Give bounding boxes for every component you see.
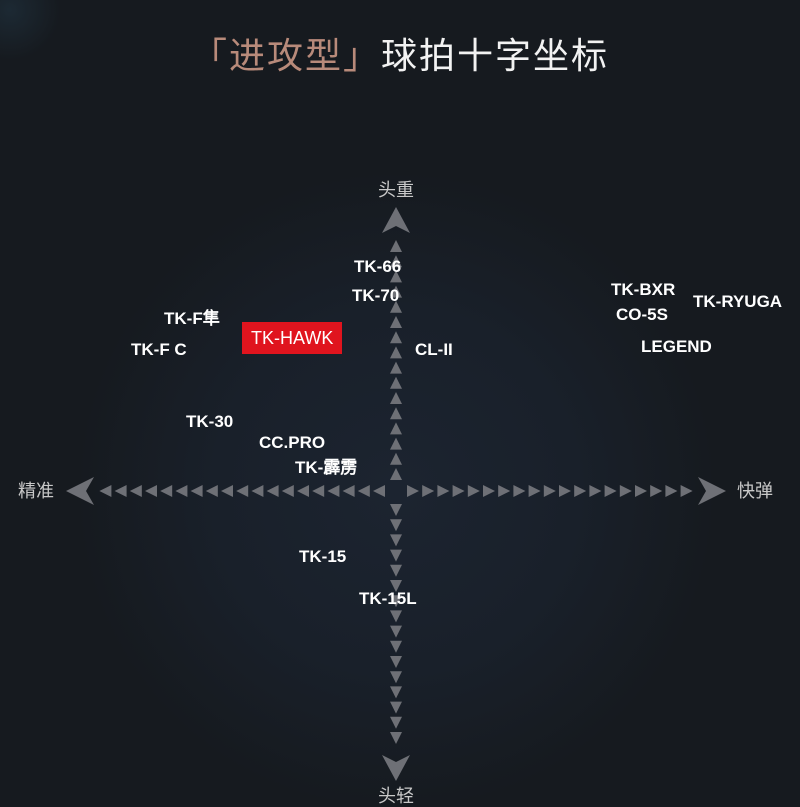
racket-label-highlighted: TK-HAWK — [242, 322, 343, 354]
arrow-right-icon — [407, 485, 419, 497]
racket-label: TK-66 — [354, 257, 402, 276]
arrow-up-icon — [390, 300, 402, 313]
arrow-right-icon — [635, 485, 647, 497]
axis-label-left: 精准 — [18, 481, 54, 502]
arrow-right-icon — [528, 485, 541, 497]
arrow-up-icon — [390, 422, 402, 435]
racket-label: TK-F C — [131, 340, 187, 359]
arrow-left-icon — [221, 485, 233, 497]
arrow-up-icon — [390, 346, 402, 359]
arrow-left-icon — [357, 485, 370, 497]
arrow-right-icon — [589, 485, 602, 497]
arrow-right-icon — [422, 485, 435, 497]
arrow-down-icon — [390, 686, 402, 699]
arrow-right-icon — [680, 485, 693, 497]
page-title: 「进攻型」球拍十字坐标 — [0, 33, 800, 81]
arrow-right-icon — [437, 485, 450, 497]
arrow-left-icon — [312, 485, 325, 497]
arrow-up-icon — [390, 468, 402, 480]
arrow-right-icon — [574, 485, 587, 497]
arrow-down-icon — [390, 732, 402, 744]
arrow-down-icon — [390, 580, 402, 592]
racket-label: TK-BXR — [611, 280, 676, 299]
arrow-up-icon — [390, 361, 402, 374]
arrow-up-icon — [390, 240, 402, 252]
racket-label: TK-15 — [299, 547, 347, 566]
arrow-right-icon — [452, 485, 465, 497]
racket-label: TK-F隼 — [164, 309, 220, 328]
arrowhead-left-icon — [66, 477, 94, 505]
arrow-right-icon — [483, 485, 495, 497]
arrow-left-icon — [342, 485, 355, 497]
racket-label: TK-RYUGA — [693, 292, 783, 311]
arrow-up-icon — [390, 270, 402, 283]
title-rest: 球拍十字坐标 — [381, 36, 610, 77]
arrow-right-icon — [619, 485, 632, 497]
arrow-right-icon — [543, 485, 556, 497]
arrow-down-icon — [390, 504, 402, 516]
arrow-up-icon — [390, 331, 402, 344]
arrow-down-icon — [390, 625, 402, 638]
axis-label-bottom: 头轻 — [378, 786, 414, 807]
title-accent: 「进攻型」 — [190, 36, 381, 77]
arrow-down-icon — [390, 671, 402, 684]
racket-label: CC.PRO — [259, 433, 326, 452]
arrow-up-icon — [390, 452, 402, 465]
arrow-down-icon — [390, 701, 402, 714]
arrow-left-icon — [190, 485, 203, 497]
arrow-down-icon — [390, 640, 402, 653]
arrow-left-icon — [160, 485, 173, 497]
arrow-left-icon — [236, 485, 249, 497]
arrow-down-icon — [390, 716, 402, 729]
racket-label: TK-70 — [352, 286, 400, 305]
arrow-down-icon — [390, 519, 402, 532]
arrow-up-icon — [390, 407, 402, 420]
arrow-up-icon — [390, 376, 402, 389]
axis-label-right: 快弹 — [737, 481, 773, 502]
arrow-left-icon — [266, 485, 279, 497]
arrowhead-down-icon — [382, 755, 410, 781]
arrow-right-icon — [604, 485, 617, 497]
arrow-left-icon — [327, 485, 340, 497]
arrow-down-icon — [390, 656, 402, 668]
arrow-down-icon — [390, 595, 402, 608]
arrow-left-icon — [114, 485, 127, 497]
arrow-left-icon — [205, 485, 218, 497]
arrow-right-icon — [513, 485, 526, 497]
racket-label: TK-霹雳 — [295, 458, 358, 477]
arrow-up-icon — [390, 285, 402, 298]
arrow-right-icon — [665, 485, 678, 497]
arrowhead-right-icon — [698, 477, 726, 505]
racket-label: LEGEND — [641, 337, 712, 356]
racket-label: TK-15L — [359, 589, 417, 608]
racket-label: CO-5S — [616, 305, 668, 324]
arrow-right-icon — [650, 485, 663, 497]
arrow-left-icon — [175, 485, 188, 497]
arrow-down-icon — [390, 564, 402, 577]
arrow-right-icon — [467, 485, 480, 497]
arrow-up-icon — [390, 316, 402, 328]
axis-label-top: 头重 — [378, 180, 414, 201]
arrow-down-icon — [390, 534, 402, 547]
arrowhead-up-icon — [382, 207, 410, 233]
arrow-down-icon — [390, 549, 402, 562]
arrow-left-icon — [129, 485, 142, 497]
racket-label: CL-II — [415, 340, 453, 359]
arrow-left-icon — [297, 485, 309, 497]
arrow-left-icon — [373, 485, 385, 497]
arrow-left-icon — [251, 485, 264, 497]
arrow-right-icon — [498, 485, 511, 497]
arrow-left-icon — [145, 485, 157, 497]
arrow-left-icon — [281, 485, 294, 497]
racket-label: TK-30 — [186, 412, 234, 431]
arrow-up-icon — [390, 255, 402, 268]
arrow-up-icon — [390, 437, 402, 450]
arrow-left-icon — [99, 485, 112, 497]
arrow-down-icon — [390, 610, 402, 623]
arrow-up-icon — [390, 392, 402, 404]
arrow-right-icon — [559, 485, 571, 497]
